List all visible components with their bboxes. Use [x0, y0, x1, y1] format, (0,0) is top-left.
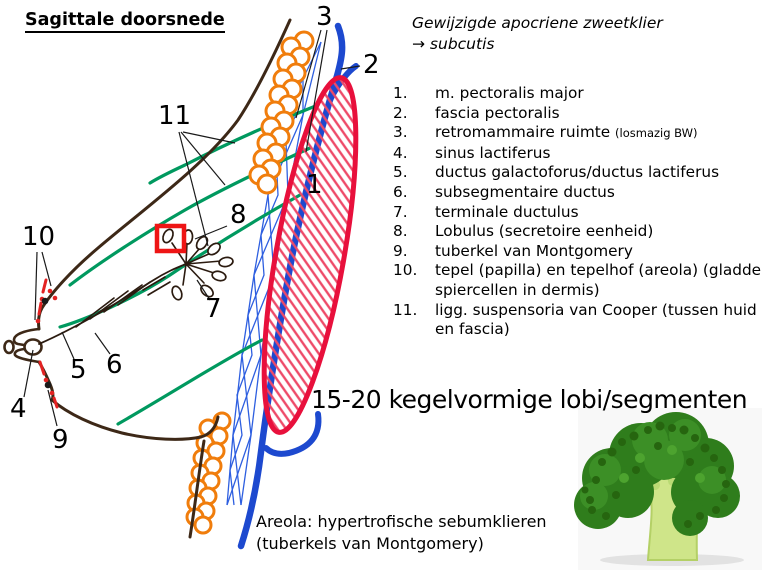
nipple [3, 327, 43, 364]
legend-item: 10.tepel (papilla) en tepelhof (areola) … [393, 261, 762, 299]
legend-item: 3.retromammaire ruimte (losmazig BW) [393, 123, 698, 142]
lobules [162, 228, 234, 301]
legend-item: 11.ligg. suspensoria van Cooper (tussen … [393, 300, 757, 339]
legend-item: 7.terminale ductulus [393, 202, 579, 221]
diagram-label-7: 7 [205, 294, 222, 324]
diagram-label-10: 10 [22, 222, 56, 252]
areola-marks [35, 278, 59, 409]
diagram-label-9: 9 [52, 425, 69, 455]
diagram-label-5: 5 [70, 355, 87, 385]
page-title: Sagittale doorsnede [25, 10, 225, 33]
subtitle-line2: → subcutis [412, 35, 495, 53]
legend-item: 2.fascia pectoralis [393, 103, 560, 122]
legend-item: 1.m. pectoralis major [393, 84, 584, 102]
areola-footnote: Areola: hypertrofische sebumklieren (tub… [256, 511, 547, 554]
diagram-label-8: 8 [230, 200, 247, 230]
segments-callout: 15-20 kegelvormige lobi/segmenten [311, 385, 748, 414]
areola-footnote-line1: Areola: hypertrofische sebumklieren [256, 512, 547, 531]
fat-lobules [185, 30, 315, 535]
diagram-label-2: 2 [363, 50, 380, 80]
broccoli-image [574, 408, 762, 570]
duct-tree [38, 228, 234, 345]
lobule-highlight-box [154, 223, 187, 254]
pectoralis-muscle [261, 75, 359, 435]
legend-item-note: (losmazig BW) [615, 126, 698, 141]
diagram-label-11: 11 [158, 101, 192, 131]
legend-item: 8.Lobulus (secretoire eenheid) [393, 222, 654, 241]
diagram-label-4: 4 [10, 394, 27, 424]
diagram-label-6: 6 [106, 350, 123, 380]
legend-item: 9.tuberkel van Montgomery [393, 241, 633, 260]
legend-item: 4.sinus lactiferus [393, 143, 551, 162]
areola-footnote-line2: (tuberkels van Montgomery) [256, 533, 484, 553]
diagram-label-1: 1 [306, 170, 323, 200]
legend-item: 6.subsegmentaire ductus [393, 182, 615, 201]
legend-list: 1.m. pectoralis major 2.fascia pectorali… [393, 84, 765, 340]
subtitle-line1: Gewijzigde apocriene zweetklier [412, 14, 663, 32]
pointer-lines [23, 29, 361, 427]
subtitle: Gewijzigde apocriene zweetklier → subcut… [412, 13, 663, 55]
montgomery-dots [41, 297, 52, 389]
legend-item: 5.ductus galactoforus/ductus lactiferus [393, 163, 720, 182]
diagram-label-3: 3 [316, 2, 333, 32]
